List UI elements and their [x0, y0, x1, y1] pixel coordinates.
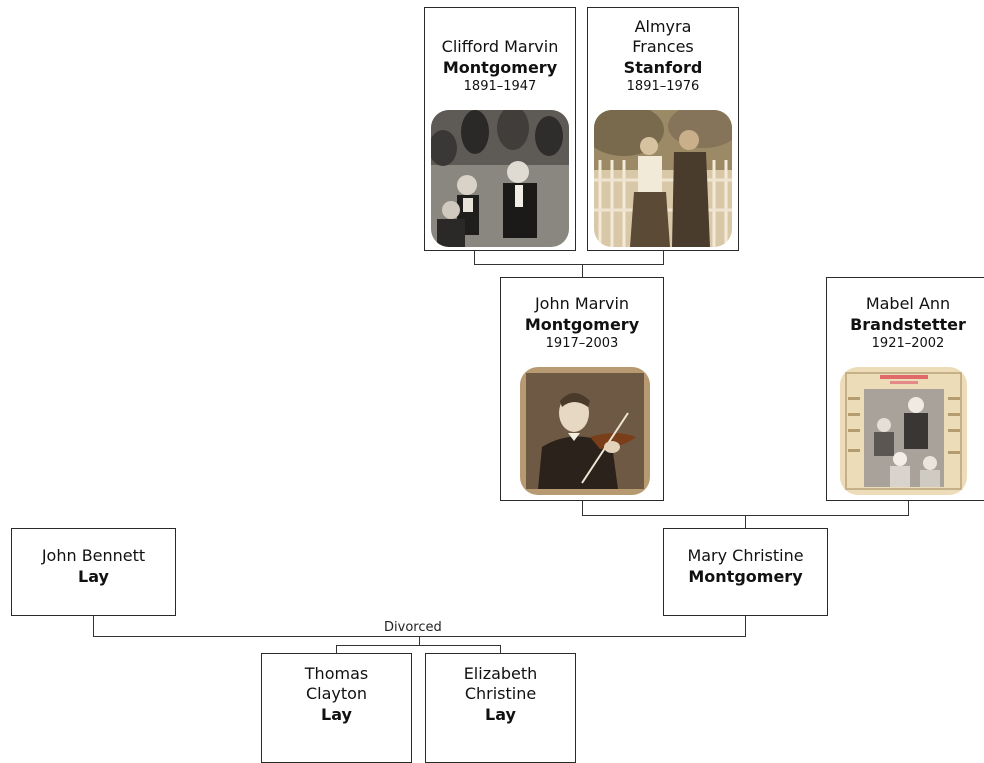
surname: Lay	[321, 705, 352, 724]
violinist-portrait-photo-icon	[520, 367, 650, 495]
life-years: 1891–1976	[626, 79, 700, 94]
divorced-label: Divorced	[382, 620, 444, 635]
connector-clifford-almyra	[474, 251, 664, 265]
surname: Montgomery	[442, 58, 558, 77]
person-card-john-bennett-lay[interactable]: John Bennett Lay	[11, 528, 176, 616]
given-name-line-2: Frances	[632, 37, 694, 56]
given-name: Mabel Ann	[865, 294, 951, 313]
person-card-thomas-lay[interactable]: Thomas Clayton Lay	[261, 653, 412, 763]
given-name-line-2: Clayton	[305, 684, 368, 703]
sepia-couple-photo-icon	[594, 110, 732, 247]
given-name-line-2: Christine	[464, 684, 537, 703]
surname: Montgomery	[688, 567, 803, 586]
given-name: Clifford Marvin	[441, 37, 559, 56]
surname: Montgomery	[524, 315, 640, 334]
person-card-mary-montgomery[interactable]: Mary Christine Montgomery	[663, 528, 828, 616]
connector-john-mabel	[582, 501, 909, 516]
life-years: 1891–1947	[463, 79, 537, 94]
person-card-john-marvin-montgomery[interactable]: John Marvin Montgomery 1917–2003	[500, 277, 664, 501]
given-name-line-1: Thomas	[304, 664, 369, 683]
person-card-almyra-stanford[interactable]: Almyra Frances Stanford 1891–1976	[587, 7, 739, 251]
surname: Lay	[485, 705, 516, 724]
surname: Brandstetter	[850, 315, 966, 334]
given-name: John Bennett	[41, 546, 146, 565]
given-name-line-1: Elizabeth	[463, 664, 538, 683]
person-card-elizabeth-lay[interactable]: Elizabeth Christine Lay	[425, 653, 576, 763]
life-years: 1917–2003	[545, 336, 619, 351]
sepia-group-photo-icon	[431, 110, 569, 247]
person-card-clifford-montgomery[interactable]: Clifford Marvin Montgomery 1891–1947	[424, 7, 576, 251]
surname: Stanford	[623, 58, 703, 77]
family-collage-photo-icon	[840, 367, 967, 495]
connector-children	[336, 645, 501, 653]
given-name: Mary Christine	[687, 546, 804, 565]
given-name-line-1: Almyra	[634, 17, 692, 36]
person-card-mabel-brandstetter[interactable]: Mabel Ann Brandstetter 1921–2002	[826, 277, 984, 501]
surname: Lay	[78, 567, 109, 586]
given-name: John Marvin	[534, 294, 630, 313]
life-years: 1921–2002	[871, 336, 945, 351]
